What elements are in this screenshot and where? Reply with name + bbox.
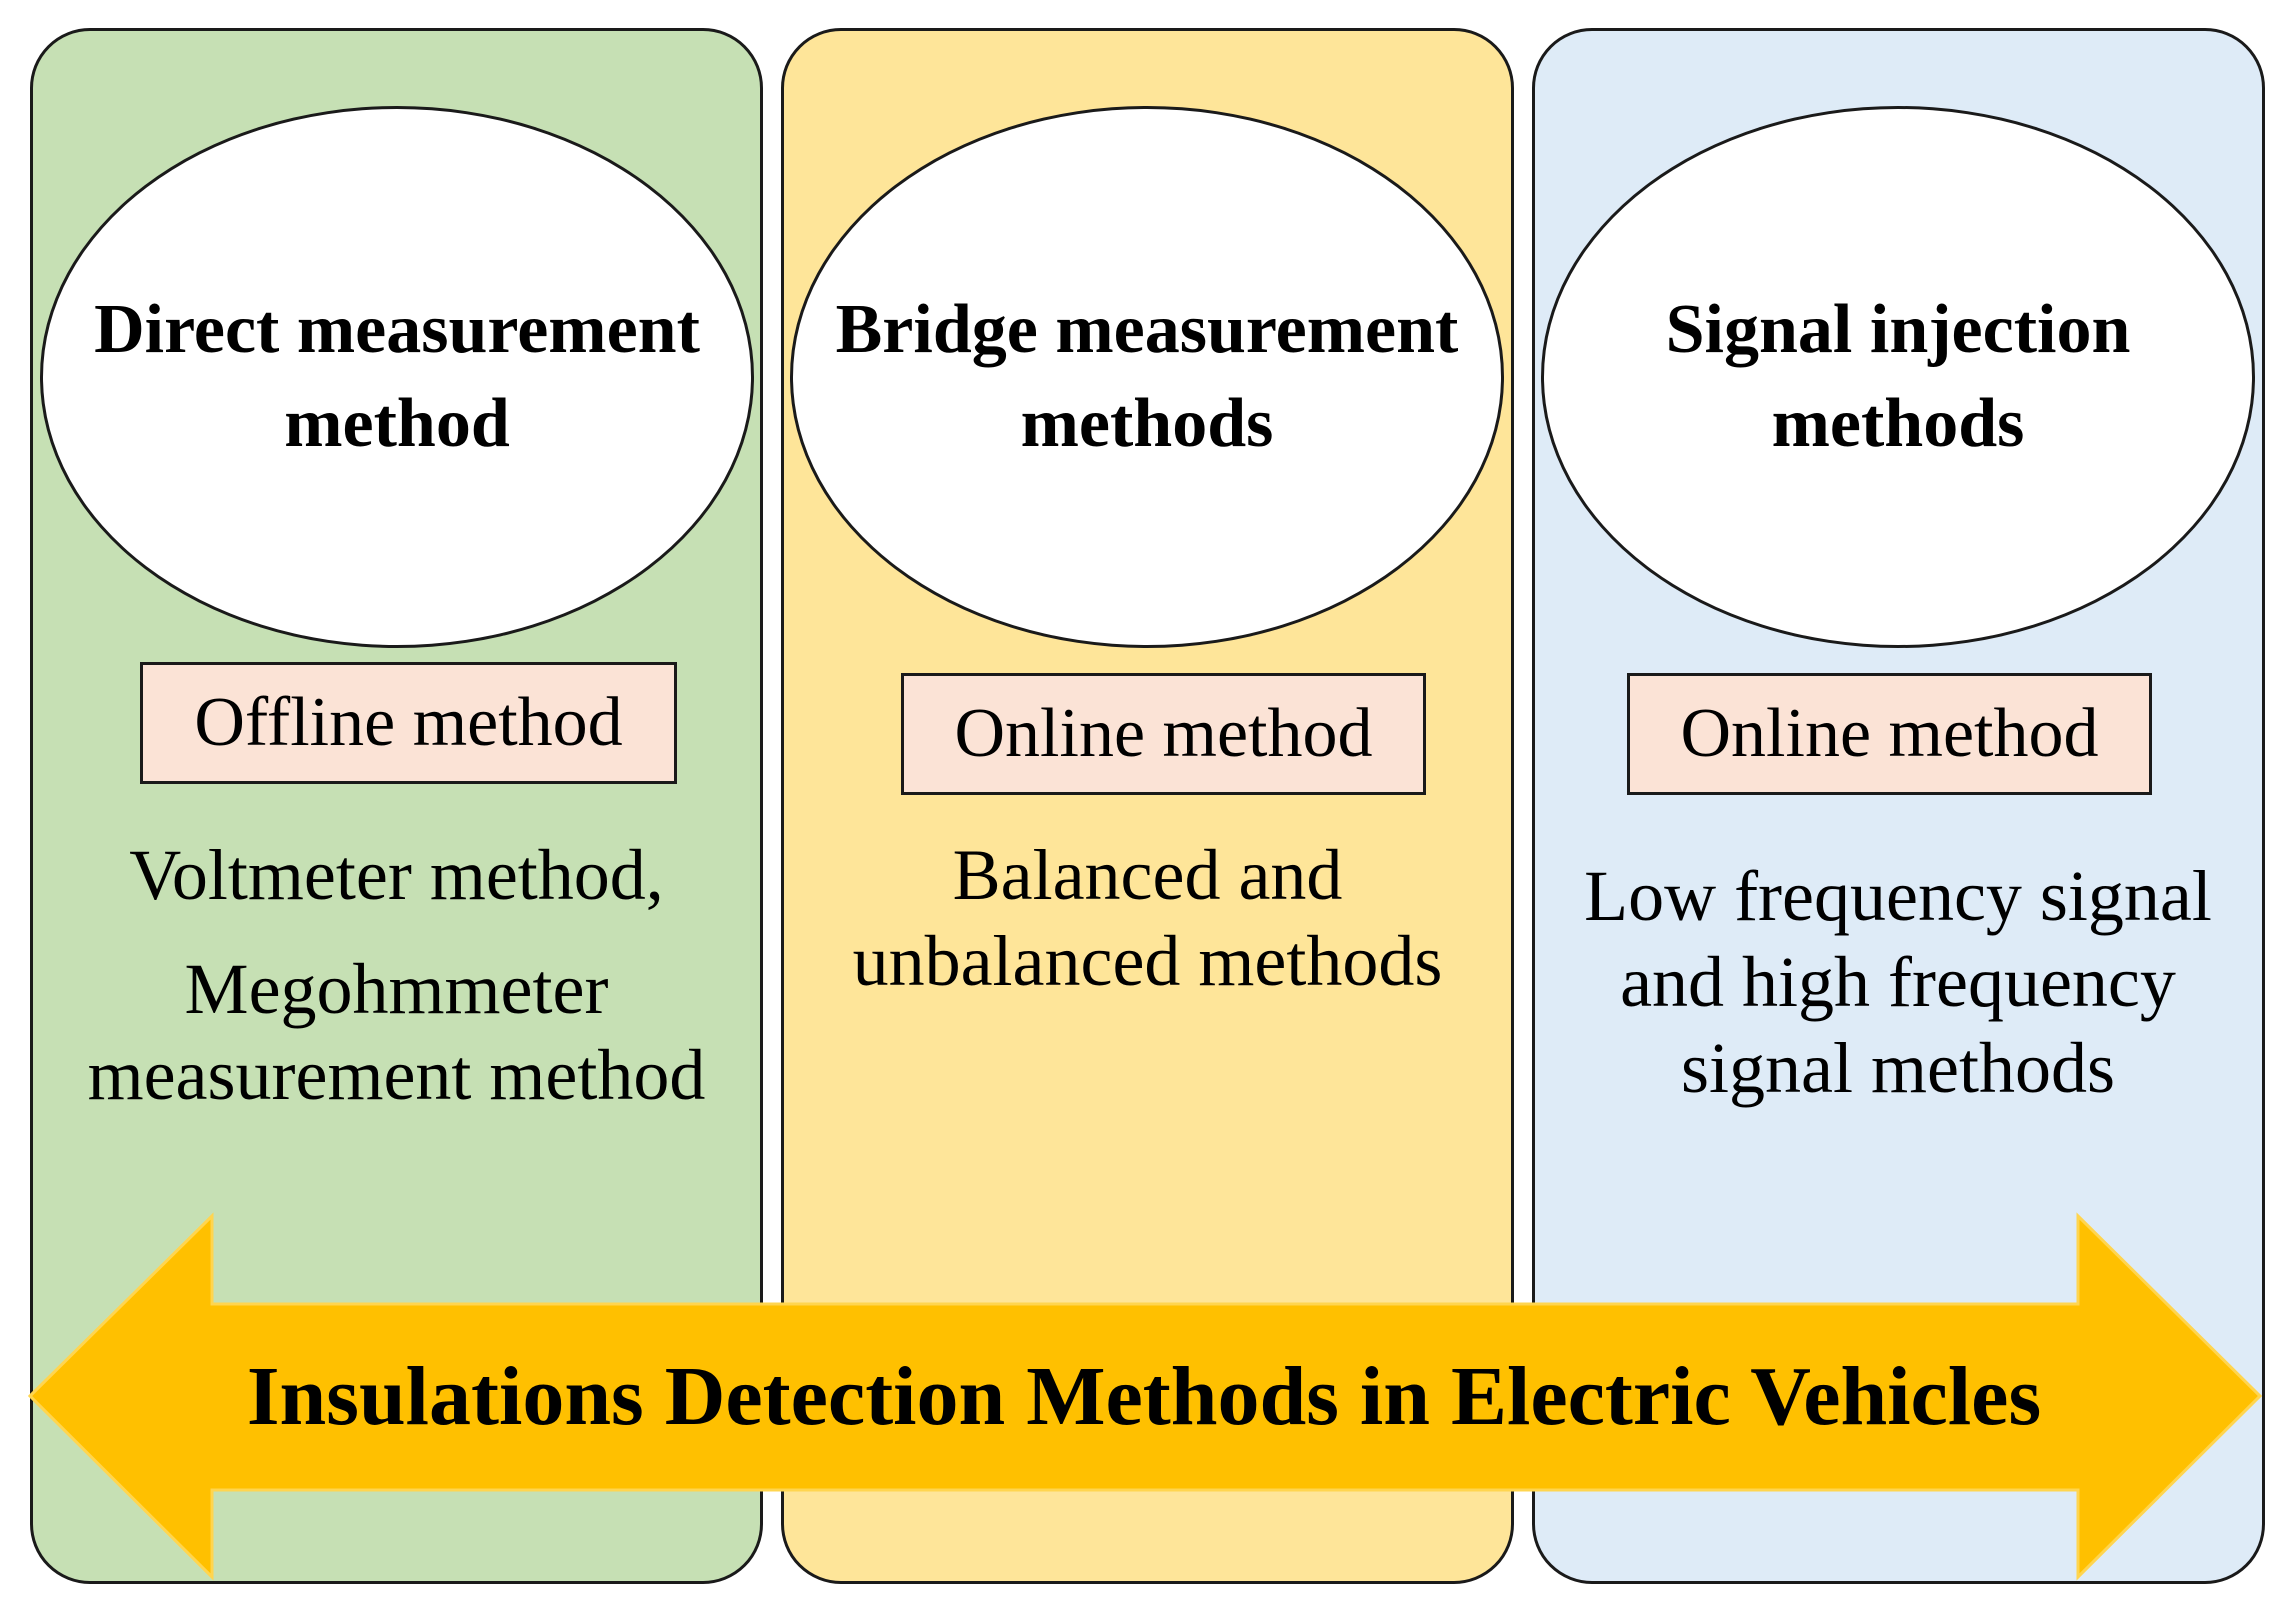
- offline-method-tag: Offline method: [140, 662, 677, 784]
- direct-method-heading: Direct measurement method: [94, 291, 700, 462]
- signal-injection-heading: Signal injection methods: [1665, 291, 2131, 462]
- megohmmeter-method-text: Megohmmeter measurement method: [87, 949, 706, 1115]
- direct-method-ellipse: Direct measurement method: [40, 106, 754, 648]
- arrow-label: Insulations Detection Methods in Electri…: [246, 1349, 2042, 1443]
- bridge-method-heading: Bridge measurement methods: [835, 291, 1459, 462]
- signal-online-method-tag: Online method: [1627, 673, 2152, 795]
- voltmeter-method-text: Voltmeter method,: [129, 835, 664, 915]
- bridge-method-examples: Balanced and unbalanced methods: [852, 835, 1443, 1001]
- bridge-online-method-tag: Online method: [901, 673, 1426, 795]
- bridge-method-ellipse: Bridge measurement methods: [790, 106, 1504, 648]
- signal-injection-examples: Low frequency signal and high frequency …: [1584, 856, 2212, 1108]
- double-arrow-polygon: [27, 1212, 2263, 1581]
- signal-injection-ellipse: Signal injection methods: [1541, 106, 2255, 648]
- direct-method-examples: Voltmeter method, Megohmmeter measuremen…: [60, 832, 733, 1118]
